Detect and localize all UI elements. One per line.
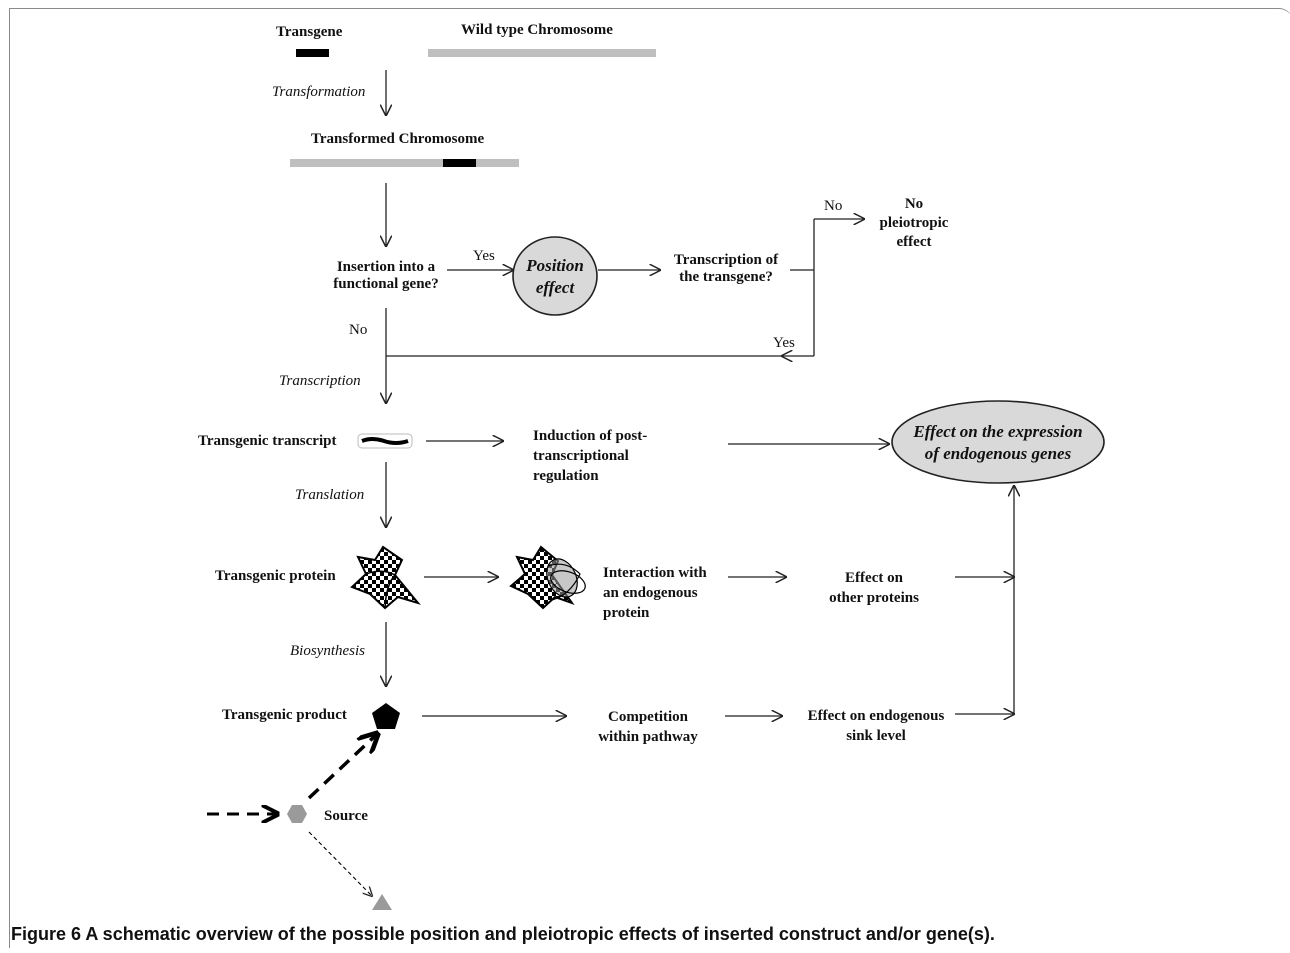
transgene-bar [296,49,329,57]
induction-line-2: transcriptional [533,448,629,464]
transformed-label: Transformed Chromosome [311,131,485,147]
position-effect-ellipse [512,236,598,316]
effect-other-line-2: other proteins [829,590,919,606]
source-hexagon-icon [287,805,307,823]
no-label-top: No [824,198,843,214]
effect-expression-ellipse [891,400,1105,484]
protein-icon [350,545,421,610]
transgenic-transcript-label: Transgenic transcript [198,433,337,449]
thin-dashed-arrow [308,831,372,896]
wild-type-label: Wild type Chromosome [461,22,613,38]
induction-text: Induction of post- transcriptional regul… [533,426,647,486]
effect-other-proteins-text: Effect on other proteins [812,568,936,608]
transgene-label: Transgene [276,24,343,40]
triangle-icon [372,894,392,910]
transcription-question: Transcription of the transgene? [662,252,790,286]
caption-text: A schematic overview of the possible pos… [81,924,995,944]
transgenic-protein-label: Transgenic protein [215,568,336,584]
transgenic-product-label: Transgenic product [222,707,347,723]
position-effect-line-1: Position [526,256,584,275]
transcription-q-line-1: Transcription of [673,252,779,268]
position-effect-text: Position effect [508,255,602,299]
sink-level-text: Effect on endogenous sink level [800,706,952,746]
no-pleio-line-3: effect [896,234,932,250]
source-label: Source [324,808,368,824]
interaction-line-3: protein [603,605,650,621]
induction-line-1: Induction of post- [533,428,648,444]
transcription-q-line-2: the transgene? [679,269,773,285]
insertion-line-2: functional gene? [333,276,439,292]
competition-text: Competition within pathway [592,707,704,747]
competition-line-1: Competition [608,709,688,725]
transformed-chromosome-bar [290,159,519,167]
interaction-text: Interaction with an endogenous protein [603,563,707,623]
interaction-line-1: Interaction with [603,565,707,581]
sink-line-2: sink level [846,728,906,744]
induction-line-3: regulation [533,468,599,484]
transformation-label: Transformation [272,84,366,100]
effect-expression-line-2: of endogenous genes [924,444,1072,463]
no-pleiotropic-effect: No pleiotropic effect [868,195,960,252]
insertion-line-1: Insertion into a [336,259,436,275]
competition-line-2: within pathway [598,729,698,745]
inserted-transgene-segment [443,159,476,167]
product-pentagon-icon [372,703,400,729]
translation-label: Translation [295,487,365,503]
position-effect-line-2: effect [535,278,575,297]
no-pleio-line-2: pleiotropic [879,215,949,231]
no-pleio-line-1: No [904,196,924,212]
effect-expression-text: Effect on the expression of endogenous g… [893,421,1103,465]
dashed-arrow-to-product [307,735,376,800]
insertion-question: Insertion into a functional gene? [316,259,456,293]
figure-frame [9,8,1290,948]
figure-caption: Figure 6 A schematic overview of the pos… [11,924,1281,945]
effect-other-line-1: Effect on [845,570,903,586]
no-label-left: No [349,322,368,338]
biosynthesis-label: Biosynthesis [290,643,365,659]
effect-expression-line-1: Effect on the expression [913,422,1083,441]
yes-label-2: Yes [773,335,795,351]
protein-complex-icon [509,545,586,610]
wild-type-chromosome-bar [428,49,656,57]
sink-line-1: Effect on endogenous [807,708,945,724]
yes-label-1: Yes [473,248,495,264]
transcription-label: Transcription [279,373,361,389]
interaction-line-2: an endogenous [603,585,698,601]
caption-label: Figure 6 [11,924,82,944]
transcript-icon [357,433,413,449]
